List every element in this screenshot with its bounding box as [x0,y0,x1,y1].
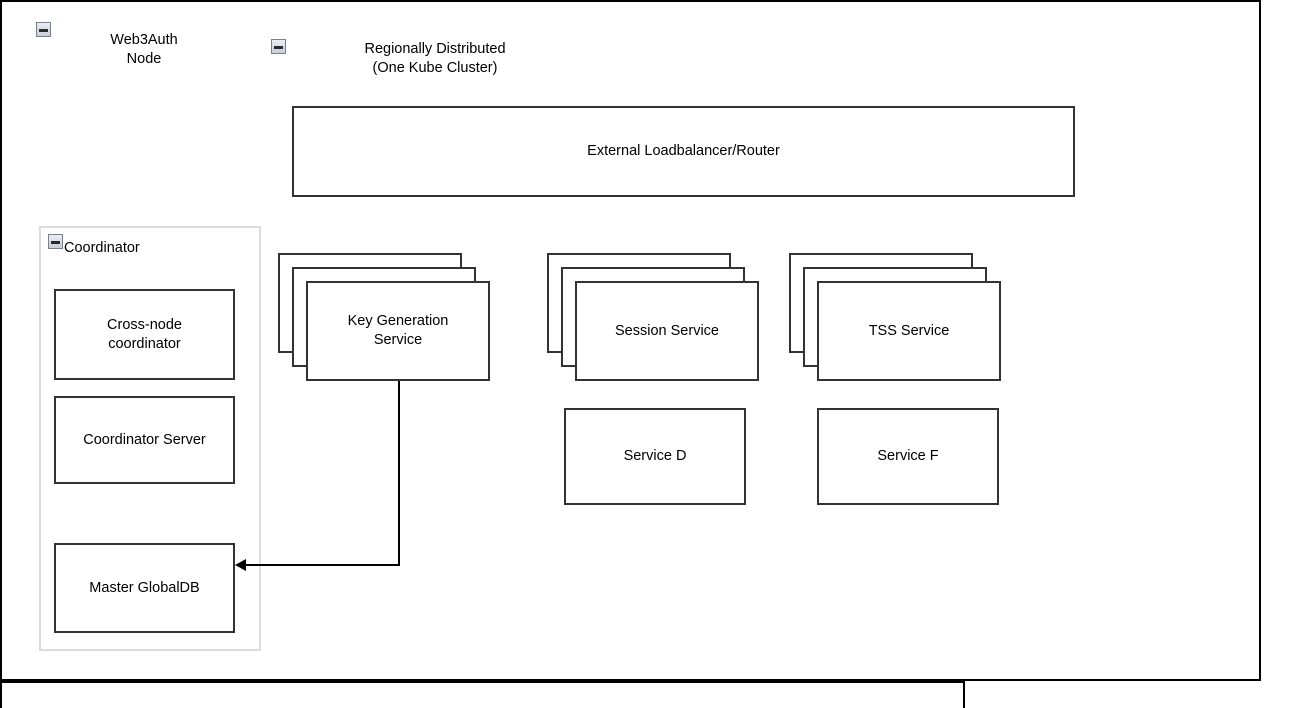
node-master-globaldb[interactable]: Master GlobalDB [54,543,235,633]
connector-segment-horizontal [246,564,400,566]
stack-key-generation-service[interactable]: Key Generation Service [278,253,490,381]
node-label-coordinator-server: Coordinator Server [83,431,206,448]
stack-session-service[interactable]: Session Service [547,253,759,381]
group-regionally-distributed[interactable] [0,681,965,708]
node-label-service-f: Service F [877,448,939,464]
stack-tss-service[interactable]: TSS Service [789,253,1001,381]
group-label-regionally-distributed: Regionally Distributed (One Kube Cluster… [364,41,506,76]
node-label-external-loadbalancer: External Loadbalancer/Router [587,143,780,159]
collapse-icon-web3auth-node[interactable] [36,22,51,37]
stack-sheet-front[interactable]: TSS Service [817,281,1001,381]
node-external-loadbalancer[interactable]: External Loadbalancer/Router [292,106,1075,197]
node-cross-node-coordinator[interactable]: Cross-node coordinator [54,289,235,380]
node-label-cross-node-coordinator: Cross-node coordinator [107,316,182,352]
connector-segment-vertical [398,381,400,566]
stack-sheet-front[interactable]: Session Service [575,281,759,381]
node-label-master-globaldb: Master GlobalDB [89,579,200,596]
group-label-coordinator: Coordinator [64,240,140,256]
node-label-service-d: Service D [623,448,687,464]
collapse-icon-coordinator[interactable] [48,234,63,249]
node-service-f[interactable]: Service F [817,408,999,505]
group-label-web3auth-node: Web3Auth Node [110,32,178,67]
node-service-d[interactable]: Service D [564,408,746,505]
stack-sheet-front[interactable]: Key Generation Service [306,281,490,381]
node-label-key-generation-service: Key Generation Service [347,313,449,348]
arrow-left-icon [235,559,246,571]
node-label-session-service: Session Service [615,322,719,339]
collapse-icon-regionally-distributed[interactable] [271,39,286,54]
node-label-tss-service: TSS Service [868,322,950,339]
node-coordinator-server[interactable]: Coordinator Server [54,396,235,484]
